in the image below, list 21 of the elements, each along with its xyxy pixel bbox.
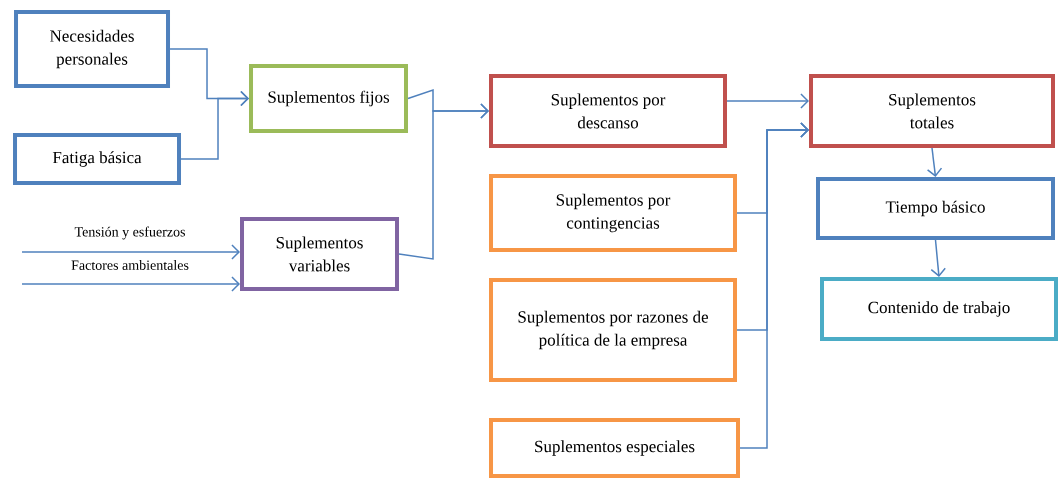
arrow [739, 122, 809, 449]
process-box: Suplementos totales [809, 74, 1055, 148]
arrow [231, 244, 240, 260]
process-box: Necesidades personales [14, 10, 170, 88]
process-box: Contenido de trabajo [820, 277, 1058, 341]
arrow [398, 103, 489, 260]
process-box: Fatiga básica [13, 133, 181, 185]
arrow [930, 239, 946, 277]
edge-label: Tensión y esfuerzos [73, 225, 187, 241]
process-box: Suplementos especiales [489, 418, 740, 478]
arrow [926, 147, 943, 177]
process-box: Suplementos por contingencias [489, 174, 737, 252]
process-box: Suplementos por descanso [489, 74, 727, 148]
edge-label: Factores ambientales [70, 259, 190, 271]
arrow [726, 93, 809, 109]
process-box: Suplementos fijos [249, 64, 408, 133]
arrow [180, 90, 249, 160]
process-box: Suplementos variables [240, 217, 399, 291]
process-box: Tiempo básico [816, 177, 1055, 240]
process-box: Suplementos por razones de política de la empresa [489, 278, 737, 382]
arrow [231, 276, 240, 292]
